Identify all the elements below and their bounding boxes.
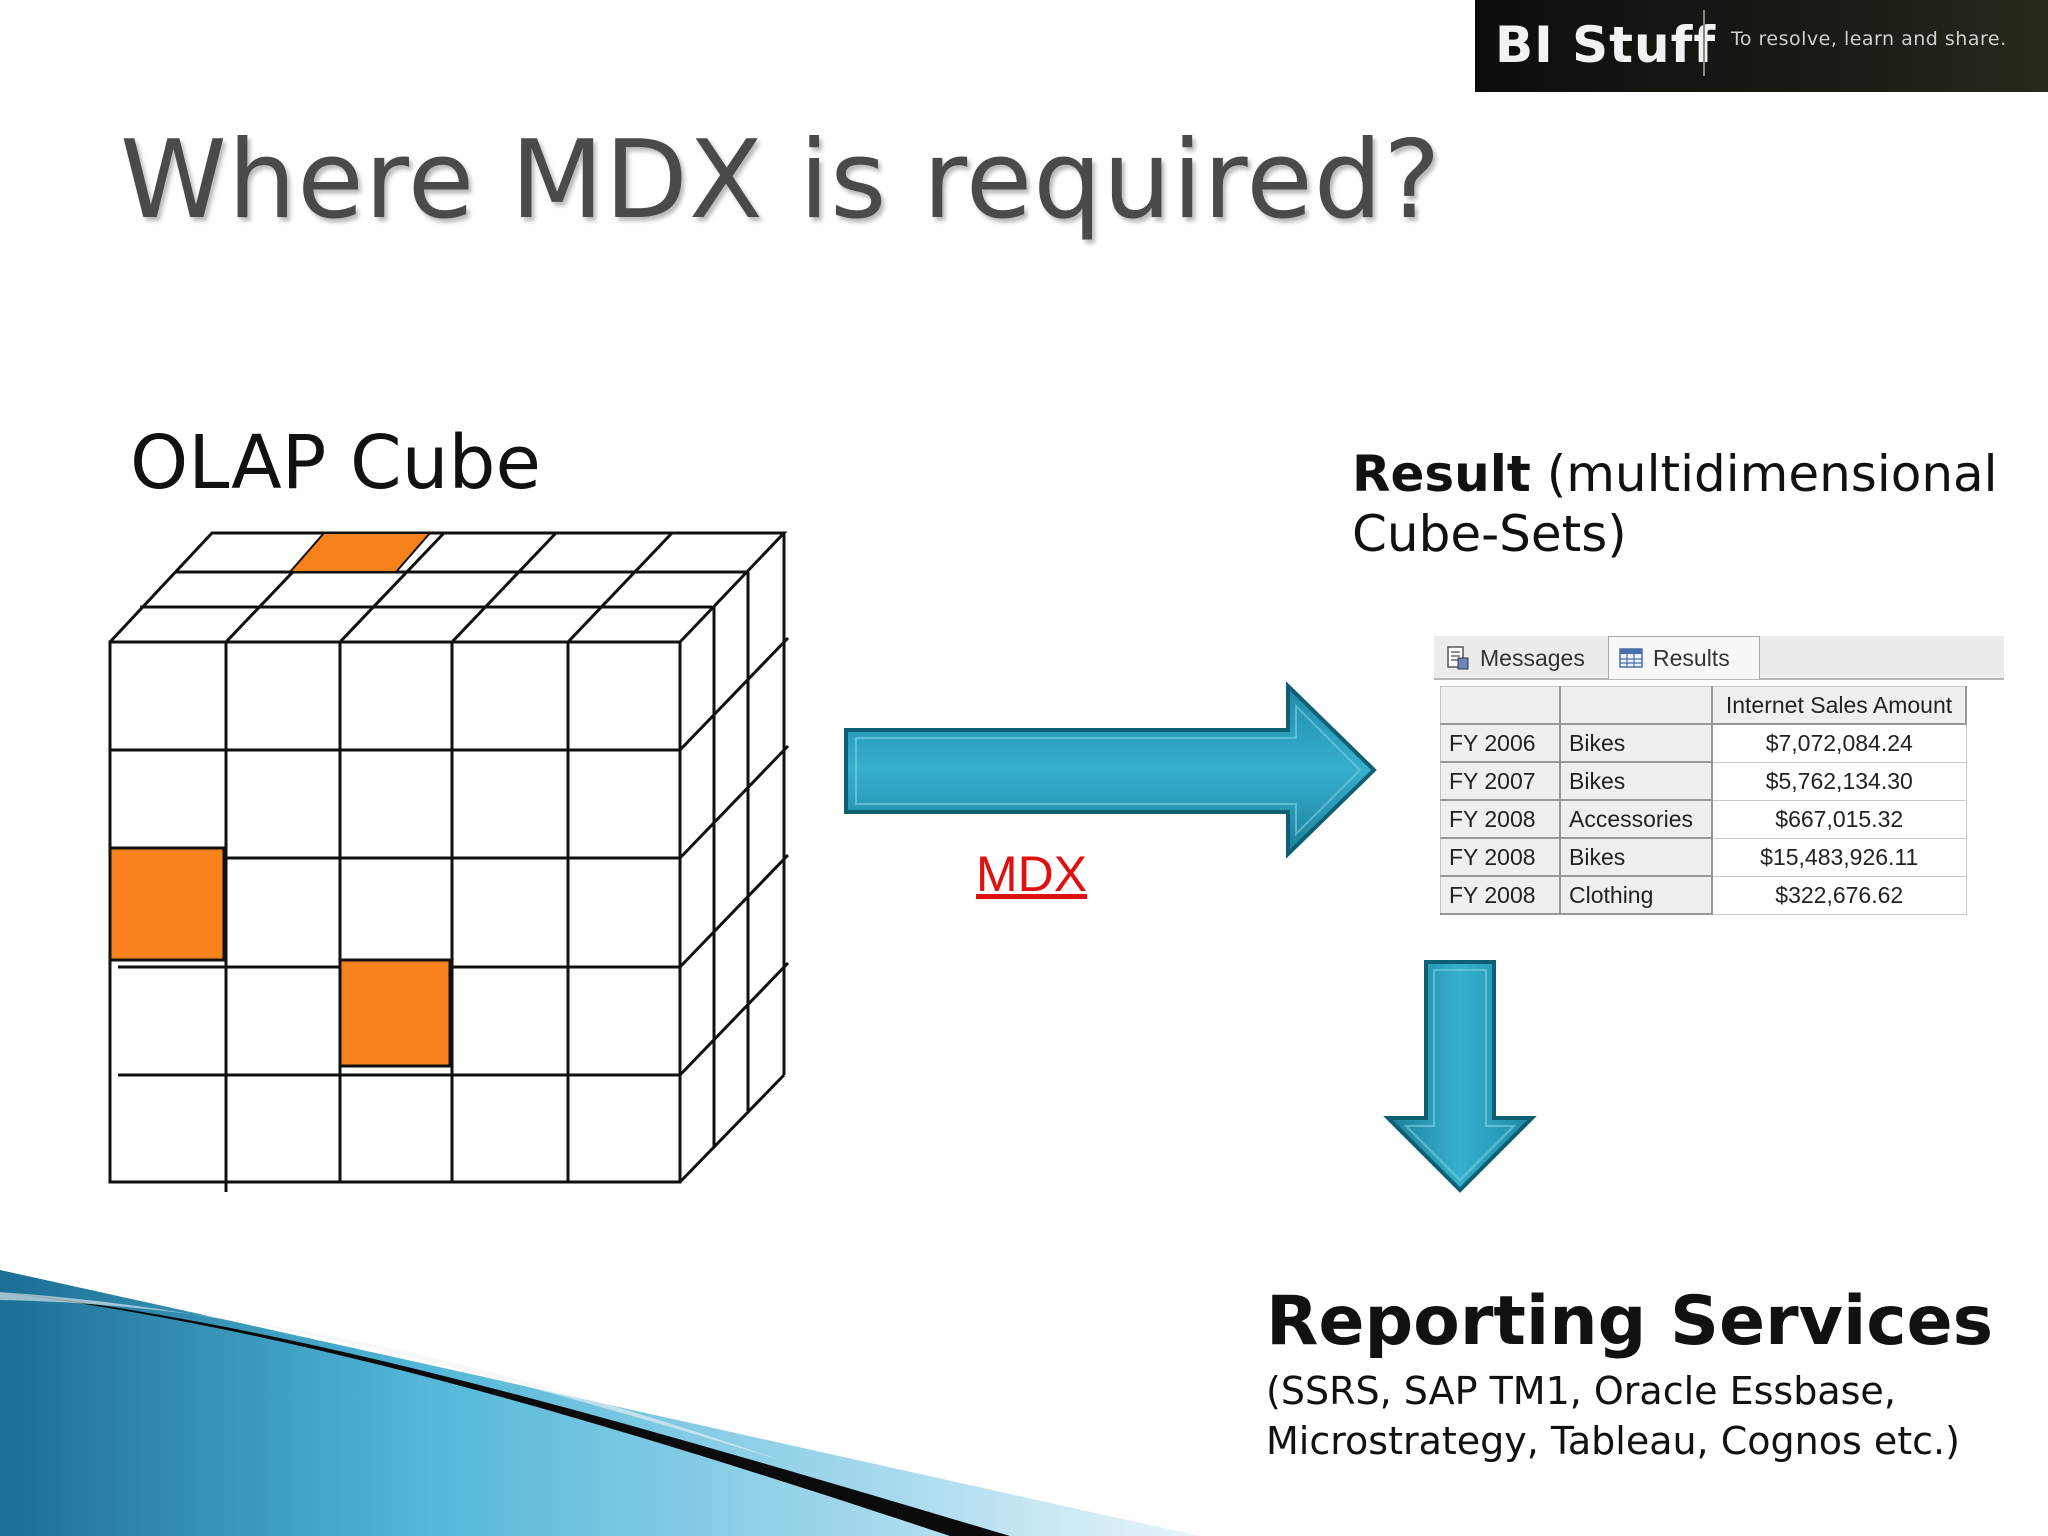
result-caption-rest: (multidimensional Cube-Sets) — [1352, 445, 1998, 563]
row-year: FY 2007 — [1440, 761, 1561, 801]
slide-title: Where MDX is required? — [120, 118, 1442, 243]
tab-results-label: Results — [1653, 644, 1730, 671]
row-amount: $7,072,084.24 — [1711, 723, 1967, 763]
row-category: Bikes — [1559, 761, 1713, 801]
row-year: FY 2008 — [1440, 799, 1561, 839]
results-tab-bar: Messages Results — [1434, 636, 2004, 680]
tab-messages-label: Messages — [1480, 644, 1585, 671]
results-header-row: Internet Sales Amount — [1440, 686, 1967, 725]
tab-messages[interactable]: Messages — [1436, 640, 1612, 676]
brand-logo-tagline: To resolve, learn and share. — [1731, 28, 2007, 50]
tab-results[interactable]: Results — [1608, 636, 1760, 679]
row-year: FY 2008 — [1440, 875, 1561, 915]
row-year: FY 2006 — [1440, 723, 1561, 763]
highlight-cell-center — [338, 958, 452, 1068]
decorative-swoosh — [0, 1270, 1200, 1536]
result-caption-bold: Result — [1352, 445, 1531, 503]
column-header-year — [1440, 686, 1561, 725]
row-category: Accessories — [1559, 799, 1713, 839]
mdx-label: MDX — [976, 846, 1088, 902]
messages-icon — [1447, 646, 1469, 670]
row-amount: $5,762,134.30 — [1711, 761, 1967, 801]
table-row[interactable]: FY 2008 Accessories $667,015.32 — [1440, 799, 1967, 839]
brand-logo-name: BI Stuff — [1495, 16, 1717, 74]
row-category: Clothing — [1559, 875, 1713, 915]
highlight-cell-left — [108, 846, 226, 962]
table-row[interactable]: FY 2006 Bikes $7,072,084.24 — [1440, 723, 1967, 763]
results-grid-icon — [1619, 648, 1643, 668]
table-row[interactable]: FY 2008 Bikes $15,483,926.11 — [1440, 837, 1967, 877]
mdx-flow-arrow — [844, 681, 1377, 859]
table-row[interactable]: FY 2007 Bikes $5,762,134.30 — [1440, 761, 1967, 801]
down-flow-arrow — [1383, 960, 1537, 1193]
row-amount: $322,676.62 — [1711, 875, 1967, 915]
highlight-cell-top — [287, 532, 433, 573]
reporting-services-title: Reporting Services — [1266, 1282, 1994, 1361]
row-amount: $667,015.32 — [1711, 799, 1967, 839]
result-caption: Result (multidimensional Cube-Sets) — [1352, 444, 2032, 564]
olap-cube-diagram — [108, 531, 790, 1192]
row-amount: $15,483,926.11 — [1711, 837, 1967, 877]
query-results-panel: Messages Results Internet Sales Amount F… — [1434, 636, 2004, 924]
olap-cube-label: OLAP Cube — [130, 420, 542, 506]
reporting-services-subtitle: (SSRS, SAP TM1, Oracle Essbase, Microstr… — [1266, 1369, 1960, 1463]
row-year: FY 2008 — [1440, 837, 1561, 877]
row-category: Bikes — [1559, 837, 1713, 877]
results-table: Internet Sales Amount FY 2006 Bikes $7,0… — [1440, 686, 1967, 915]
logo-divider — [1703, 10, 1705, 76]
table-row[interactable]: FY 2008 Clothing $322,676.62 — [1440, 875, 1967, 915]
brand-logo-banner: BI Stuff To resolve, learn and share. — [1475, 0, 2048, 92]
column-header-category — [1559, 686, 1713, 725]
row-category: Bikes — [1559, 723, 1713, 763]
column-header-amount: Internet Sales Amount — [1711, 686, 1967, 725]
